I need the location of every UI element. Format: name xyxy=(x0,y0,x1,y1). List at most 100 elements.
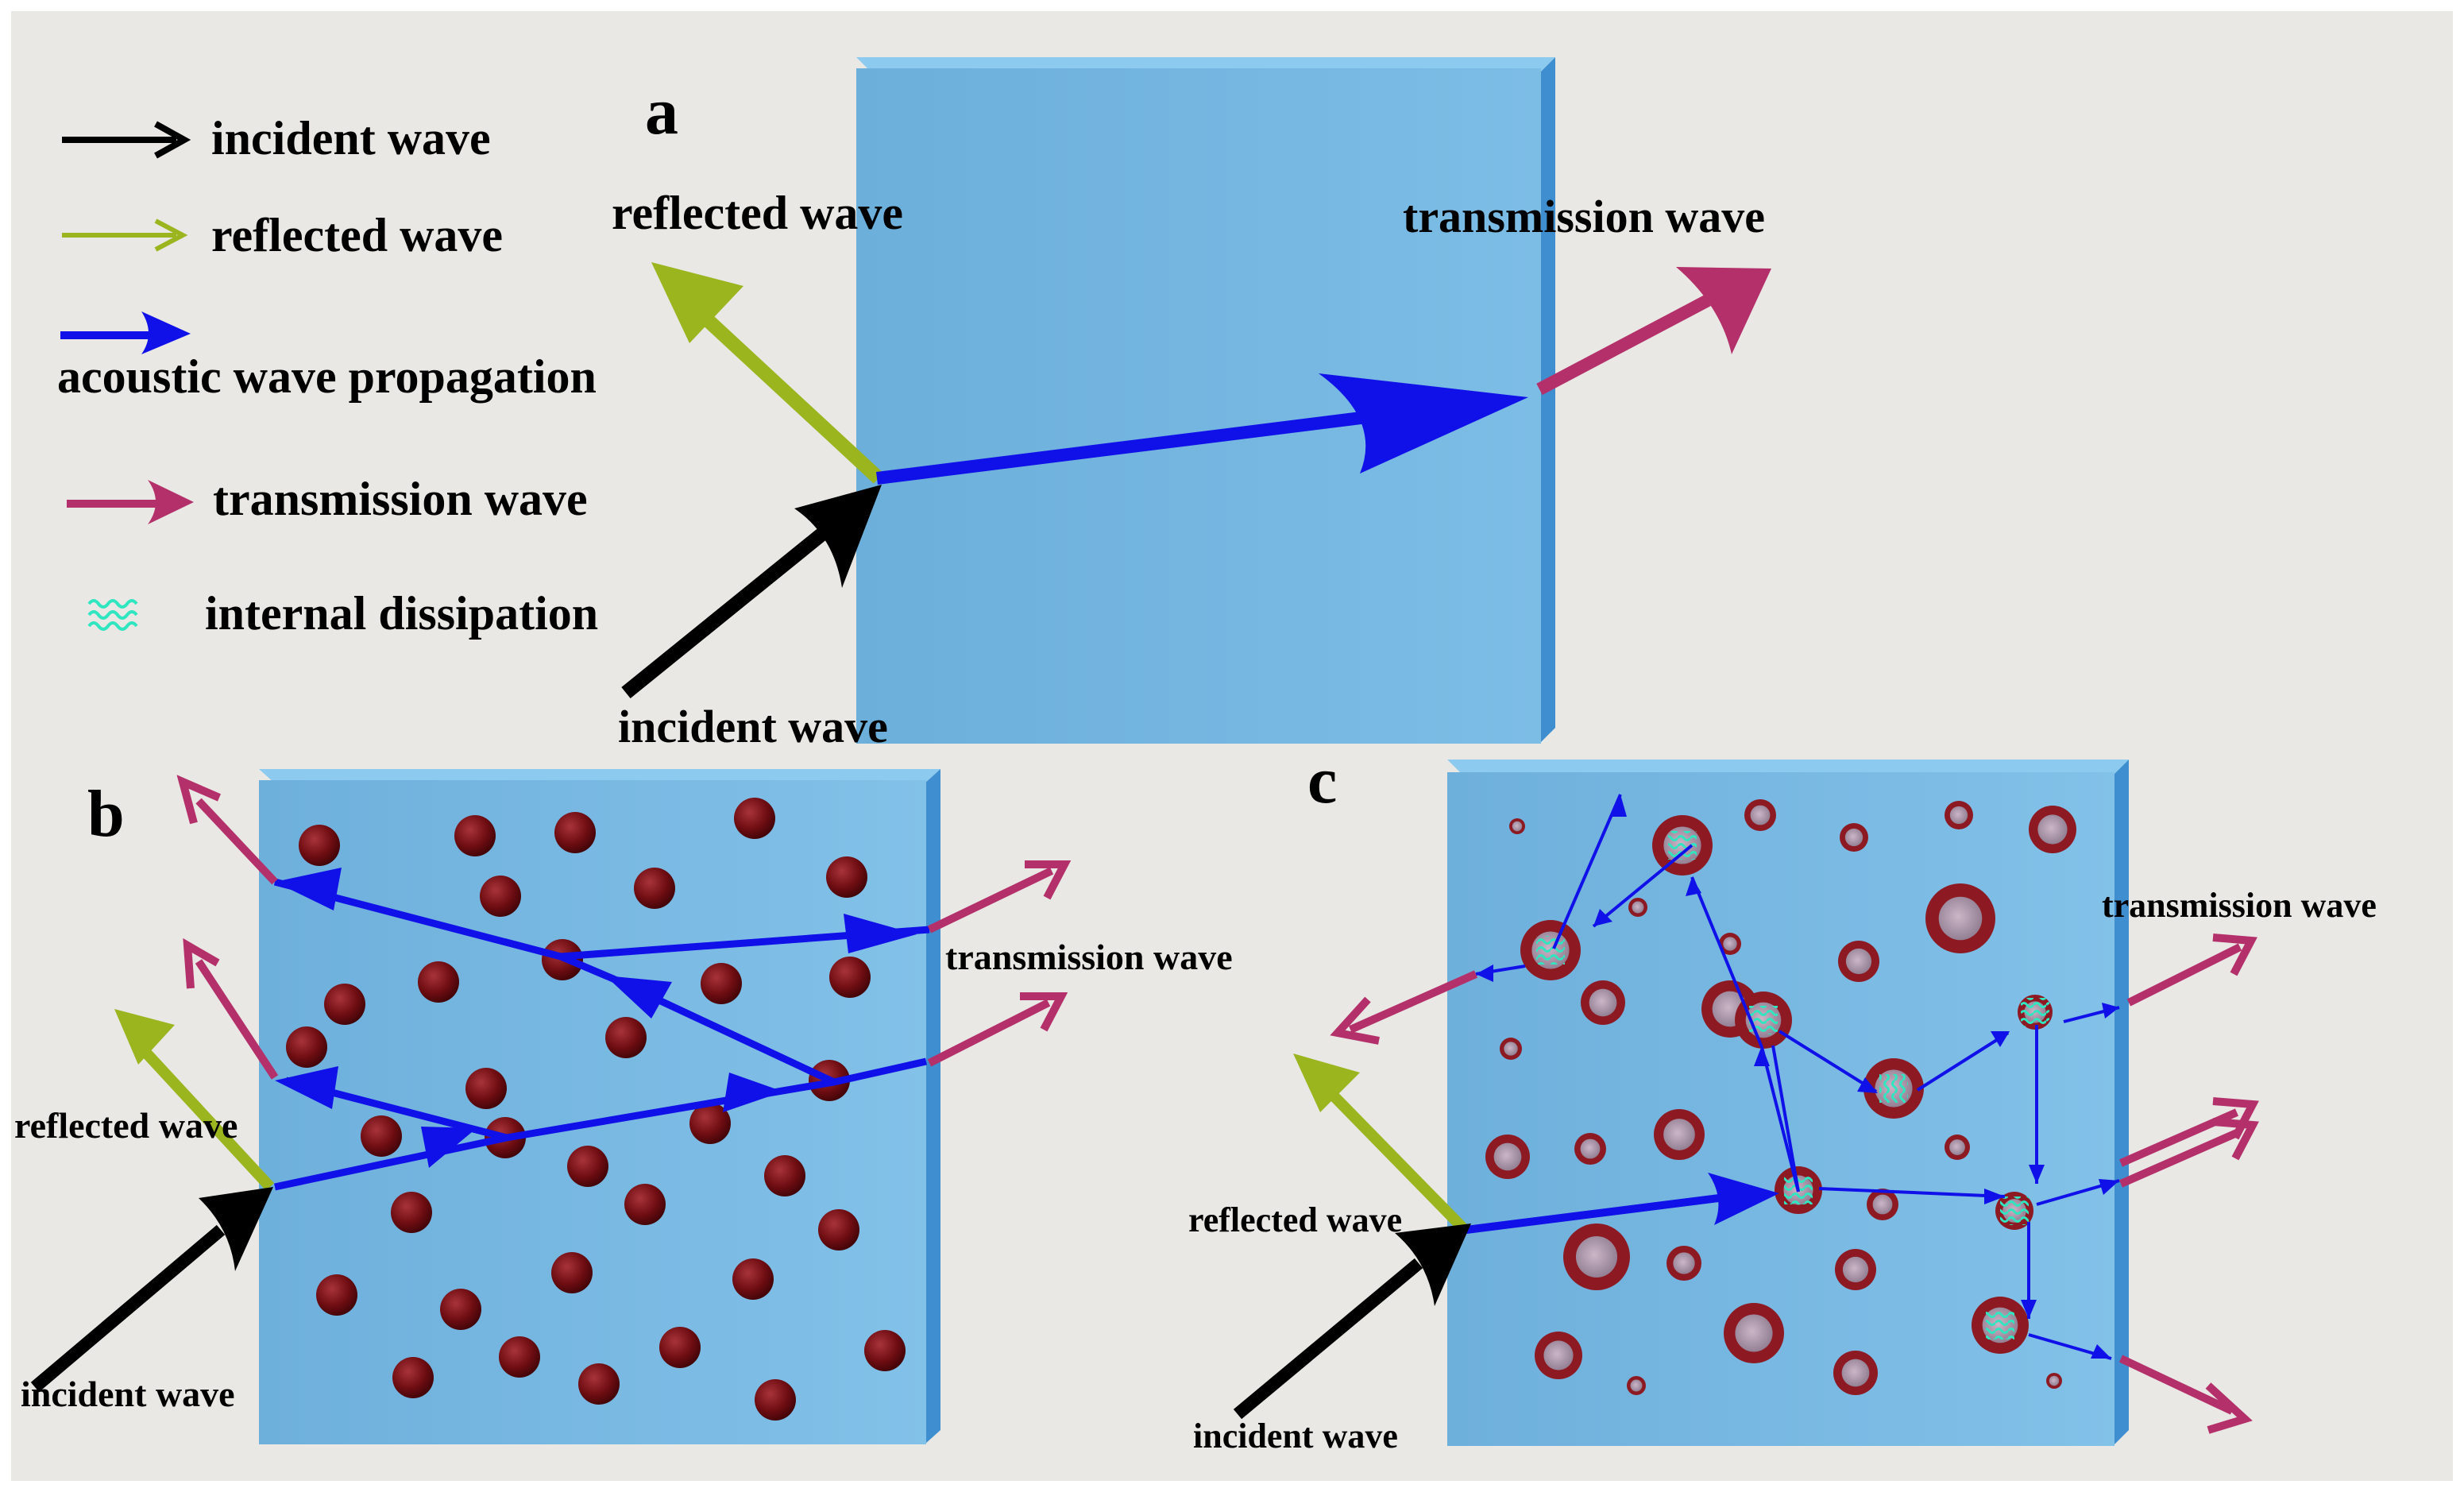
pore-hole xyxy=(1723,937,1737,951)
pore-sphere xyxy=(732,1258,774,1300)
panel-c-transmission-label: transmission wave xyxy=(2102,886,2377,925)
panel-b-top-face xyxy=(259,769,940,783)
panel-c-side-face xyxy=(2113,760,2129,1446)
panel-a-side-face xyxy=(1539,57,1555,744)
panel-b-transmission-arrowhead xyxy=(1020,992,1068,1032)
panel-c-labels: transmission wave reflected wave inciden… xyxy=(1188,886,2377,1455)
panel-b-transmission-arrow xyxy=(927,867,1054,934)
panel-b-arrowhead xyxy=(723,1073,783,1112)
legend-incident-arrowhead xyxy=(154,121,191,159)
panel-b-incident-arrowhead xyxy=(199,1187,273,1271)
pore-sphere xyxy=(361,1115,402,1157)
panel-a-letter: a xyxy=(645,75,678,149)
panel-c-reflected-label: reflected wave xyxy=(1188,1200,1402,1239)
panel-c-top-face xyxy=(1447,760,2129,775)
panel-b-letter: b xyxy=(87,777,125,851)
pore-sphere xyxy=(454,815,496,856)
pore-sphere xyxy=(316,1274,357,1316)
dissipation-icon xyxy=(1986,1311,2014,1339)
pore-hole xyxy=(1493,1142,1522,1171)
pore-hole xyxy=(1872,1194,1893,1215)
pore-sphere xyxy=(299,825,340,866)
pore-sphere xyxy=(392,1357,434,1398)
panel-c-letter: c xyxy=(1307,744,1337,818)
panel-c-pores xyxy=(1485,799,2076,1395)
panel-b-incident-arrow xyxy=(30,1224,226,1393)
pore-sphere xyxy=(480,876,521,917)
pore-sphere xyxy=(578,1363,620,1405)
panel-b-pores xyxy=(286,798,906,1421)
pore-sphere xyxy=(689,1103,731,1144)
panel-b-acoustic-path-lower xyxy=(274,1057,927,1191)
pore-sphere xyxy=(567,1146,608,1187)
pore-hole xyxy=(1580,1138,1601,1159)
panel-b-arrowhead xyxy=(275,1066,338,1109)
panel-a-transmission-arrowhead xyxy=(1676,267,1771,354)
panel-a-acoustic-arrowhead xyxy=(1319,373,1528,474)
pore-sphere xyxy=(418,961,459,1003)
panel-b-block xyxy=(259,780,926,1444)
dissipation-icon xyxy=(2021,998,2049,1026)
panel-c-transmission-arrow xyxy=(2118,1129,2239,1188)
panel-a-reflected-label: reflected wave xyxy=(612,187,903,239)
pore-hole xyxy=(2037,814,2068,845)
panel-c-small-arrowheads xyxy=(1476,794,2119,1359)
panel-c-transmission-arrowhead xyxy=(2212,1118,2259,1161)
pore-sphere xyxy=(659,1327,701,1368)
panel-a-transmission-label: transmission wave xyxy=(1403,191,1765,242)
panel-a-transmission-arrow xyxy=(1536,294,1711,396)
pore-sphere xyxy=(324,984,365,1025)
legend-dissipation-label: internal dissipation xyxy=(205,587,598,640)
pore-hole xyxy=(1575,1235,1618,1278)
pore-hole xyxy=(1673,1252,1695,1274)
pore-hole xyxy=(1512,821,1523,832)
pore-hole xyxy=(1750,805,1771,825)
panel-c-incident-arrow xyxy=(1233,1258,1423,1420)
panel-c-arrows xyxy=(1233,794,2259,1434)
panel-b-arrowhead xyxy=(844,914,917,953)
panel-b-reflected-label: reflected wave xyxy=(14,1105,238,1146)
legend-acoustic-arrowhead xyxy=(141,311,191,354)
panel-labels: a b c xyxy=(87,75,1337,851)
pore-sphere xyxy=(286,1026,327,1068)
pore-sphere xyxy=(826,856,867,898)
dissipation-icon xyxy=(1536,936,1565,964)
panel-a-reflected-arrowhead xyxy=(651,262,743,343)
panel-c-incident-label: incident wave xyxy=(1193,1417,1398,1455)
panel-a-incident-arrowhead xyxy=(794,485,882,588)
pore-sphere xyxy=(465,1068,507,1109)
pore-hole xyxy=(1938,896,1983,941)
panel-b-reflected-arrowhead xyxy=(114,1009,175,1065)
pore-sphere xyxy=(499,1336,540,1378)
pore-sphere xyxy=(391,1192,432,1233)
panel-a-acoustic-arrow xyxy=(876,402,1439,485)
panel-b-reflected-arrow xyxy=(130,1037,275,1191)
panel-b-arrows xyxy=(30,775,1072,1393)
pore-hole xyxy=(1949,1139,1965,1155)
pore-sphere xyxy=(864,1330,906,1371)
panel-b-arrowhead xyxy=(421,1127,477,1168)
pore-hole xyxy=(1543,1340,1574,1370)
panel-b-incident-label: incident wave xyxy=(21,1374,235,1414)
dissipation-icon xyxy=(1668,831,1697,860)
panel-b-transmission-label: transmission wave xyxy=(945,937,1233,977)
pore-sphere xyxy=(701,963,742,1004)
panel-c-transmission-arrow xyxy=(2118,1355,2234,1415)
panel-a-incident-label: incident wave xyxy=(618,701,888,752)
legend-reflected-arrowhead xyxy=(154,218,188,252)
pore-sphere xyxy=(829,957,871,998)
pore-sphere xyxy=(551,1252,593,1293)
pore-hole xyxy=(1504,1042,1518,1056)
panel-b-labels: transmission wave reflected wave inciden… xyxy=(14,937,1233,1414)
pore-sphere xyxy=(734,798,775,839)
panel-a-arrows xyxy=(621,262,1771,698)
panel-b-transmission-arrowhead xyxy=(183,937,220,989)
panel-c-transmission-arrowhead xyxy=(2212,934,2257,976)
panel-b-arrowhead xyxy=(605,976,672,1019)
legend-incident-label: incident wave xyxy=(211,112,491,164)
panel-c-transmission-arrowhead xyxy=(1330,996,1380,1045)
panel-b-arrowhead xyxy=(275,868,342,910)
panel-b-acoustic-path-upper xyxy=(273,878,836,1086)
pore-sphere xyxy=(755,1379,796,1421)
panel-b-transmission-arrow xyxy=(195,798,278,885)
